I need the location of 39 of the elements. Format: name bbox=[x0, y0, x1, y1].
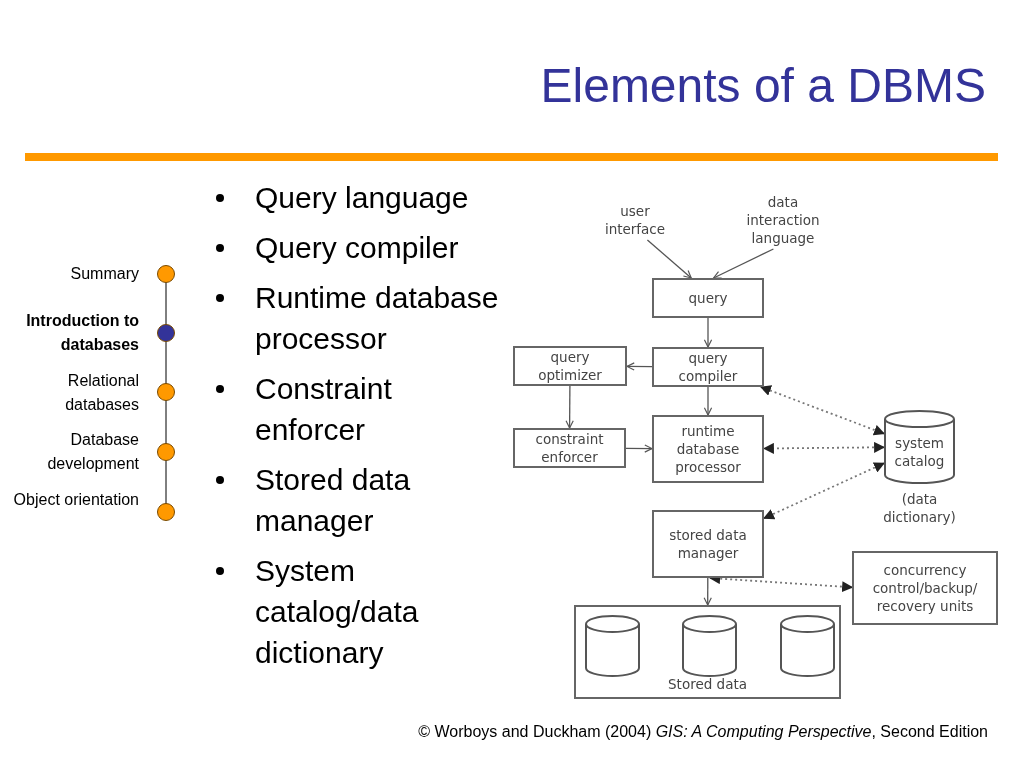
process-box: query compiler bbox=[652, 347, 764, 387]
diagram-label: data interaction language bbox=[735, 193, 831, 249]
arrow bbox=[565, 385, 574, 429]
arrow bbox=[703, 317, 713, 348]
nav-item: Object orientation bbox=[12, 490, 139, 510]
process-box: stored data manager bbox=[652, 510, 764, 578]
process-box: query bbox=[652, 278, 764, 318]
nav-item: Summary bbox=[69, 264, 139, 284]
nav-item: Relational databases bbox=[64, 371, 139, 415]
bullet-item: Stored data manager bbox=[255, 462, 412, 539]
diagram-label: user interface bbox=[595, 202, 675, 240]
arrow bbox=[703, 577, 712, 606]
bullet-item: System catalog/data dictionary bbox=[255, 553, 420, 671]
source-citation: © Worboys and Duckham (2004) GIS: A Computing Perspective, Second Edition bbox=[418, 723, 988, 741]
bullet-item: Constraint enforcer bbox=[255, 371, 393, 448]
database-cylinder bbox=[585, 615, 640, 677]
dotted-arrow bbox=[763, 462, 885, 520]
bullet-item: Query compiler bbox=[255, 230, 460, 266]
process-box: runtime database processor bbox=[652, 415, 764, 483]
process-box: query optimizer bbox=[513, 346, 627, 386]
nav-item: Database development bbox=[46, 430, 139, 474]
database-cylinder: system catalog bbox=[884, 410, 955, 484]
dotted-arrow bbox=[759, 385, 886, 436]
database-cylinder bbox=[780, 615, 835, 677]
process-box: constraint enforcer bbox=[513, 428, 626, 468]
arrow bbox=[626, 362, 653, 371]
bullet-item: Runtime database processor bbox=[255, 280, 500, 357]
slide-title: Elements of a DBMS bbox=[540, 58, 986, 113]
database-cylinder bbox=[682, 615, 737, 677]
bullet-item: Query language bbox=[255, 180, 470, 216]
arrow bbox=[625, 444, 653, 453]
storage-box bbox=[574, 605, 841, 699]
arrow bbox=[646, 239, 692, 279]
process-box: concurrency control/backup/ recovery units bbox=[852, 551, 998, 625]
box-label: Stored data bbox=[667, 675, 748, 693]
nav-item: Introduction to databases bbox=[25, 311, 139, 355]
arrow bbox=[712, 248, 775, 279]
node-caption: (data dictionary) bbox=[882, 490, 957, 526]
arrow bbox=[703, 386, 713, 416]
